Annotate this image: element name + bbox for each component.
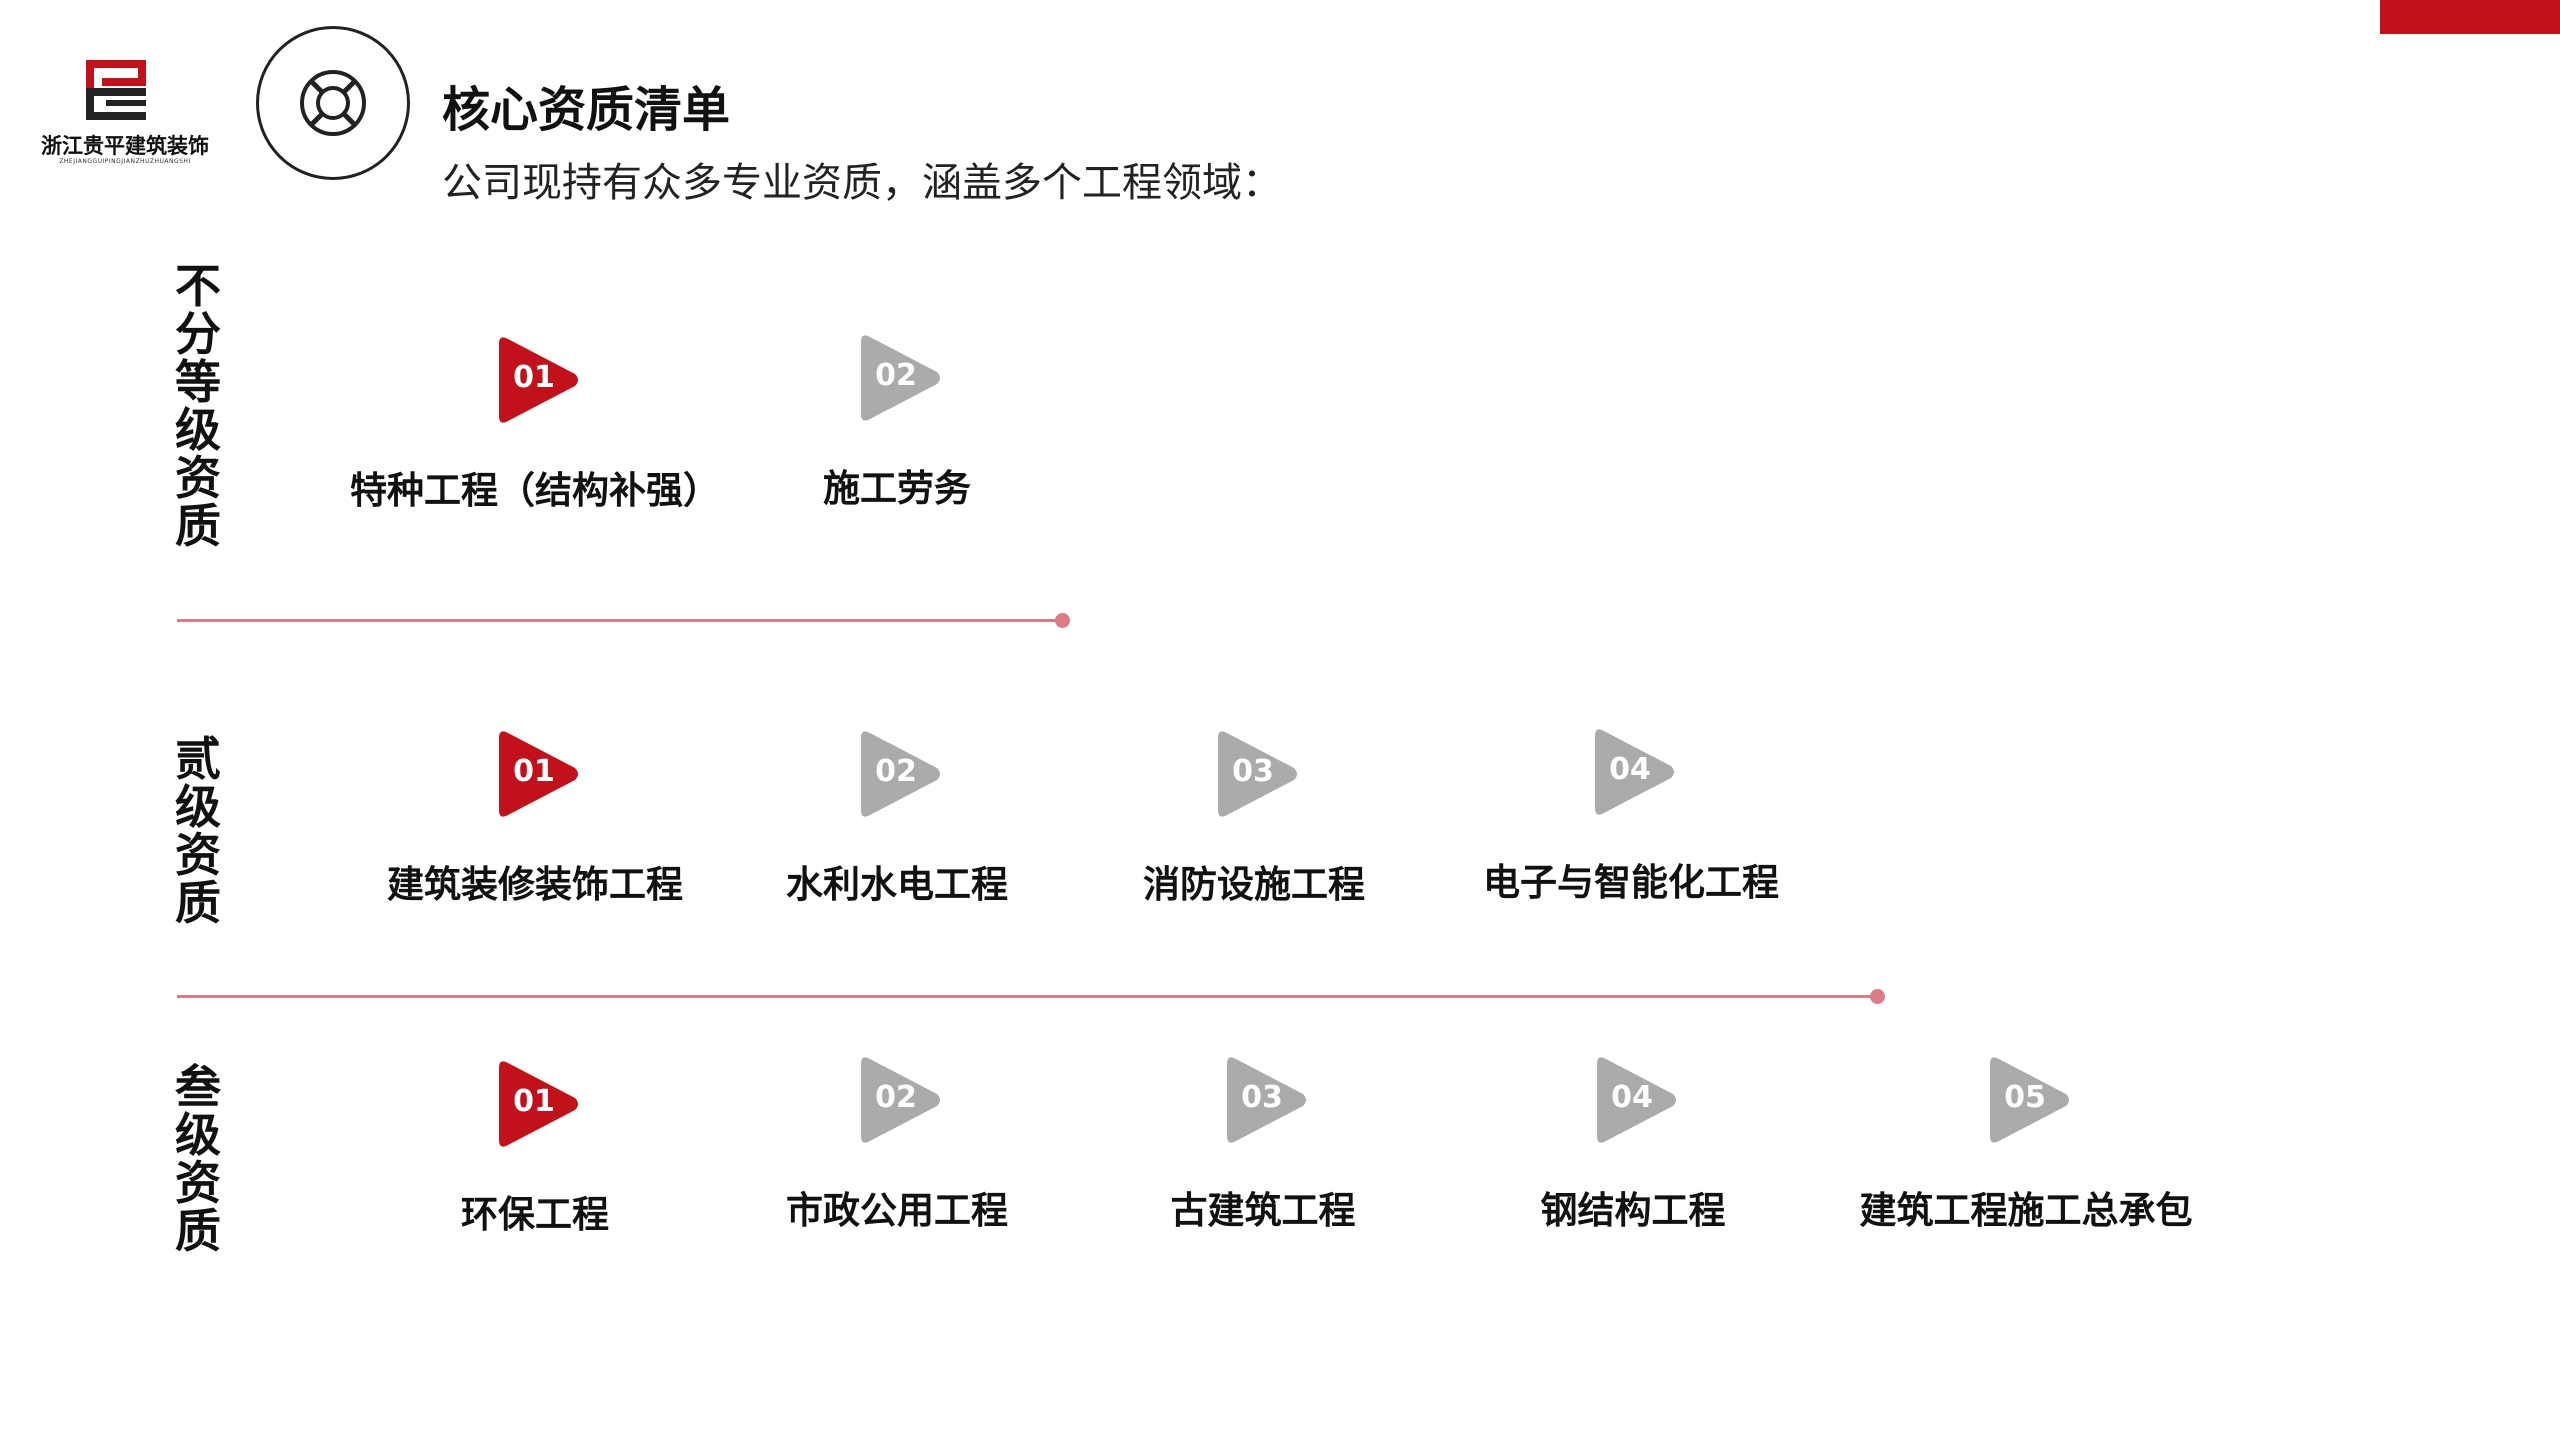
item-badge: 02 (857, 1052, 943, 1148)
qualification-item: 03 消防设施工程 (1064, 726, 1444, 926)
play-triangle-icon (1595, 729, 1674, 815)
item-label: 建筑装修装饰工程 (387, 863, 683, 906)
qualification-item: 05 建筑工程施工总承包 (1836, 1052, 2396, 1252)
item-badge: 01 (495, 1056, 581, 1152)
item-label: 特种工程（结构补强） (350, 469, 720, 512)
item-badge: 01 (495, 726, 581, 822)
qualification-item: 02 施工劳务 (707, 330, 1087, 530)
divider-dot (1870, 989, 1885, 1004)
section-label-ungraded: 不分等级资质 (175, 259, 221, 553)
item-badge: 01 (495, 332, 581, 428)
qualification-item: 02 水利水电工程 (707, 726, 1087, 926)
play-triangle-icon (499, 731, 578, 817)
item-label: 古建筑工程 (1170, 1189, 1356, 1232)
item-badge: 04 (1593, 1052, 1679, 1148)
item-label: 消防设施工程 (1143, 863, 1365, 906)
item-number: 02 (875, 358, 917, 393)
qualification-item: 01 建筑装修装饰工程 (345, 726, 725, 926)
logo-company-name-en: ZHEJIANGGUIPINGJIANZHUZHUANGSHI (59, 158, 191, 165)
page-title: 核心资质清单 (442, 82, 731, 138)
section-divider (177, 613, 1070, 628)
item-number: 02 (875, 754, 917, 789)
page-subtitle: 公司现持有众多专业资质，涵盖多个工程领域： (442, 160, 1282, 206)
item-label: 水利水电工程 (786, 863, 1008, 906)
item-number: 04 (1609, 752, 1651, 787)
company-logo: 浙江贵平建筑装饰 ZHEJIANGGUIPINGJIANZHUZHUANGSHI (30, 58, 220, 168)
logo-company-name: 浙江贵平建筑装饰 (41, 134, 209, 158)
logo-mark-icon (86, 60, 146, 120)
play-triangle-icon (1597, 1057, 1676, 1143)
play-triangle-icon (1227, 1057, 1306, 1143)
item-number: 01 (513, 754, 555, 789)
play-triangle-icon (499, 337, 578, 423)
play-triangle-icon (861, 335, 940, 421)
item-number: 03 (1241, 1080, 1283, 1115)
item-number: 01 (513, 1084, 555, 1119)
qualification-item: 01 特种工程（结构补强） (345, 332, 725, 532)
item-label: 环保工程 (461, 1193, 609, 1236)
play-triangle-icon (1218, 731, 1297, 817)
item-label: 施工劳务 (823, 467, 971, 510)
play-triangle-icon (499, 1061, 578, 1147)
item-number: 03 (1232, 754, 1274, 789)
item-badge: 03 (1223, 1052, 1309, 1148)
qualification-item: 02 市政公用工程 (707, 1052, 1087, 1252)
header-icon-circle (256, 26, 410, 180)
item-label: 建筑工程施工总承包 (1859, 1189, 2193, 1232)
section-label-grade-2: 贰级资质 (175, 732, 221, 930)
corner-accent-bar (2380, 0, 2560, 34)
item-label: 钢结构工程 (1540, 1189, 1726, 1232)
item-badge: 05 (1986, 1052, 2072, 1148)
qualification-item: 03 古建筑工程 (1073, 1052, 1453, 1252)
item-label: 市政公用工程 (786, 1189, 1008, 1232)
divider-dot (1055, 613, 1070, 628)
play-triangle-icon (861, 1057, 940, 1143)
play-triangle-icon (1990, 1057, 2069, 1143)
item-badge: 02 (857, 726, 943, 822)
qualification-item: 04 电子与智能化工程 (1441, 724, 1821, 924)
play-triangle-icon (861, 731, 940, 817)
item-badge: 04 (1591, 724, 1677, 820)
item-badge: 03 (1214, 726, 1300, 822)
item-number: 02 (875, 1080, 917, 1115)
qualification-item: 04 钢结构工程 (1443, 1052, 1823, 1252)
qualification-item: 01 环保工程 (345, 1056, 725, 1256)
item-number: 05 (2004, 1080, 2046, 1115)
item-number: 01 (513, 360, 555, 395)
item-number: 04 (1611, 1080, 1653, 1115)
lifebuoy-icon (300, 70, 366, 136)
item-badge: 02 (857, 330, 943, 426)
item-label: 电子与智能化工程 (1483, 861, 1779, 904)
section-label-grade-3: 叁级资质 (175, 1060, 221, 1258)
section-divider (177, 989, 1885, 1004)
